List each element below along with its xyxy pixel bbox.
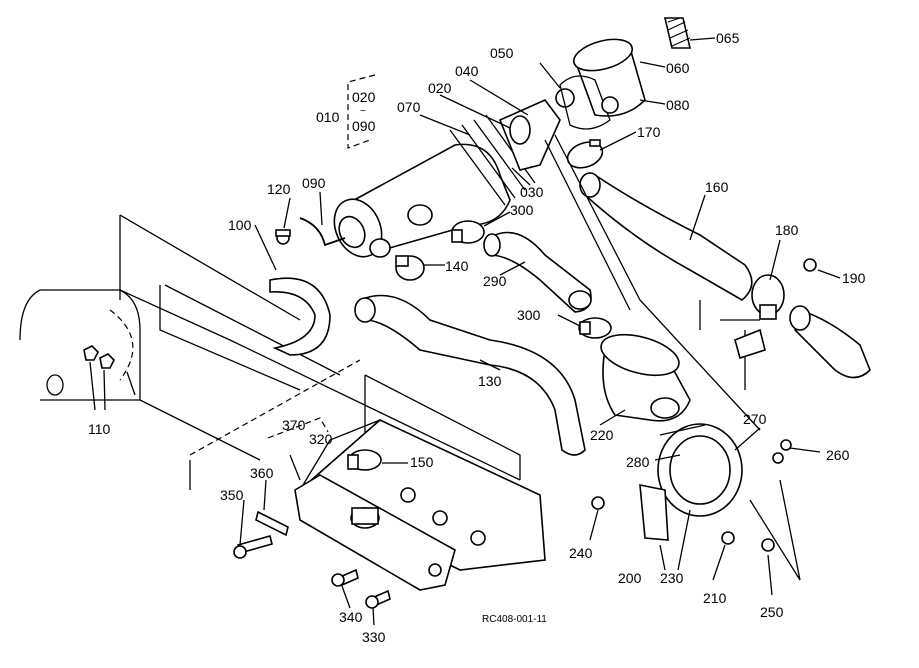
leader-lines bbox=[89, 37, 841, 626]
callout-050: 050 bbox=[490, 45, 514, 61]
callout-330: 330 bbox=[362, 629, 386, 645]
callout-280: 280 bbox=[626, 454, 650, 470]
range-separator: ~ bbox=[360, 106, 366, 117]
pipe-090 bbox=[299, 217, 346, 247]
group-bracket-010 bbox=[347, 74, 376, 149]
callout-065: 065 bbox=[716, 30, 740, 46]
bolt-210 bbox=[721, 531, 735, 545]
callout-370: 370 bbox=[282, 417, 306, 433]
callout-090: 090 bbox=[302, 175, 326, 191]
callout-030: 030 bbox=[520, 184, 544, 200]
bolt-330 bbox=[365, 589, 391, 609]
callout-320: 320 bbox=[309, 431, 333, 447]
drawing-code: RC408-001-11 bbox=[482, 614, 547, 625]
callout-220: 220 bbox=[590, 427, 614, 443]
cyclone-220 bbox=[600, 333, 691, 422]
callout-200: 200 bbox=[618, 570, 642, 586]
callout-080: 080 bbox=[666, 97, 690, 113]
muffler-320 bbox=[294, 474, 456, 591]
air-cleaner-assembly bbox=[333, 88, 575, 258]
callout-360: 360 bbox=[250, 465, 274, 481]
bolts-110 bbox=[83, 345, 115, 369]
bolt-350 bbox=[233, 535, 273, 559]
callout-060: 060 bbox=[666, 60, 690, 76]
callout-110: 110 bbox=[88, 421, 111, 437]
callout-040: 040 bbox=[455, 63, 479, 79]
callout-250: 250 bbox=[760, 604, 784, 620]
hose-160 bbox=[579, 172, 753, 301]
callout-070: 070 bbox=[397, 99, 421, 115]
rod-360 bbox=[255, 510, 289, 537]
callout-160: 160 bbox=[705, 179, 729, 195]
callout-labels: 010 020 ~ 090 070 020 040 050 060 065 08… bbox=[88, 30, 866, 645]
clamp-180 bbox=[751, 274, 785, 320]
callout-170: 170 bbox=[637, 124, 661, 140]
bracket-band-280 bbox=[657, 423, 743, 517]
callout-090-top: 090 bbox=[352, 118, 376, 134]
elbow-hose bbox=[789, 305, 871, 379]
callout-130: 130 bbox=[478, 373, 502, 389]
hose-130 bbox=[354, 294, 586, 456]
callout-210: 210 bbox=[703, 590, 727, 606]
bracket-200 bbox=[639, 484, 669, 541]
clamp-170 bbox=[566, 139, 604, 169]
clamp-300-lower bbox=[578, 317, 612, 339]
callout-100: 100 bbox=[228, 217, 252, 233]
bracket-small bbox=[734, 328, 766, 360]
bolt-240 bbox=[591, 496, 605, 510]
hose-290 bbox=[483, 231, 592, 313]
callout-240: 240 bbox=[569, 545, 593, 561]
bolt-190 bbox=[803, 258, 817, 272]
nut-260a bbox=[780, 439, 792, 451]
callout-340: 340 bbox=[339, 609, 363, 625]
callout-230: 230 bbox=[660, 570, 684, 586]
clamp-140 bbox=[395, 255, 425, 281]
dust-cup bbox=[663, 17, 692, 49]
callout-010: 010 bbox=[316, 109, 340, 125]
callout-290: 290 bbox=[483, 273, 507, 289]
bolt-340 bbox=[331, 568, 359, 587]
bolt-250 bbox=[761, 538, 775, 552]
callout-350: 350 bbox=[220, 487, 244, 503]
nut-260b bbox=[772, 452, 784, 464]
pre-cleaner bbox=[559, 38, 646, 130]
callout-120: 120 bbox=[267, 181, 291, 197]
group-bracket-370 bbox=[267, 417, 329, 439]
band-100 bbox=[269, 229, 331, 356]
callout-190: 190 bbox=[842, 270, 866, 286]
callout-180: 180 bbox=[775, 222, 799, 238]
callout-150: 150 bbox=[410, 454, 434, 470]
callout-300-upper: 300 bbox=[510, 202, 534, 218]
clamp-300-upper bbox=[451, 220, 485, 244]
callout-020-top: 020 bbox=[352, 89, 376, 105]
callout-270: 270 bbox=[743, 411, 767, 427]
callout-020: 020 bbox=[428, 80, 452, 96]
callout-260: 260 bbox=[826, 447, 850, 463]
intake-duct-line bbox=[554, 134, 761, 431]
callout-140: 140 bbox=[445, 258, 469, 274]
callout-300-lower: 300 bbox=[517, 307, 541, 323]
clamp-150 bbox=[347, 449, 382, 471]
